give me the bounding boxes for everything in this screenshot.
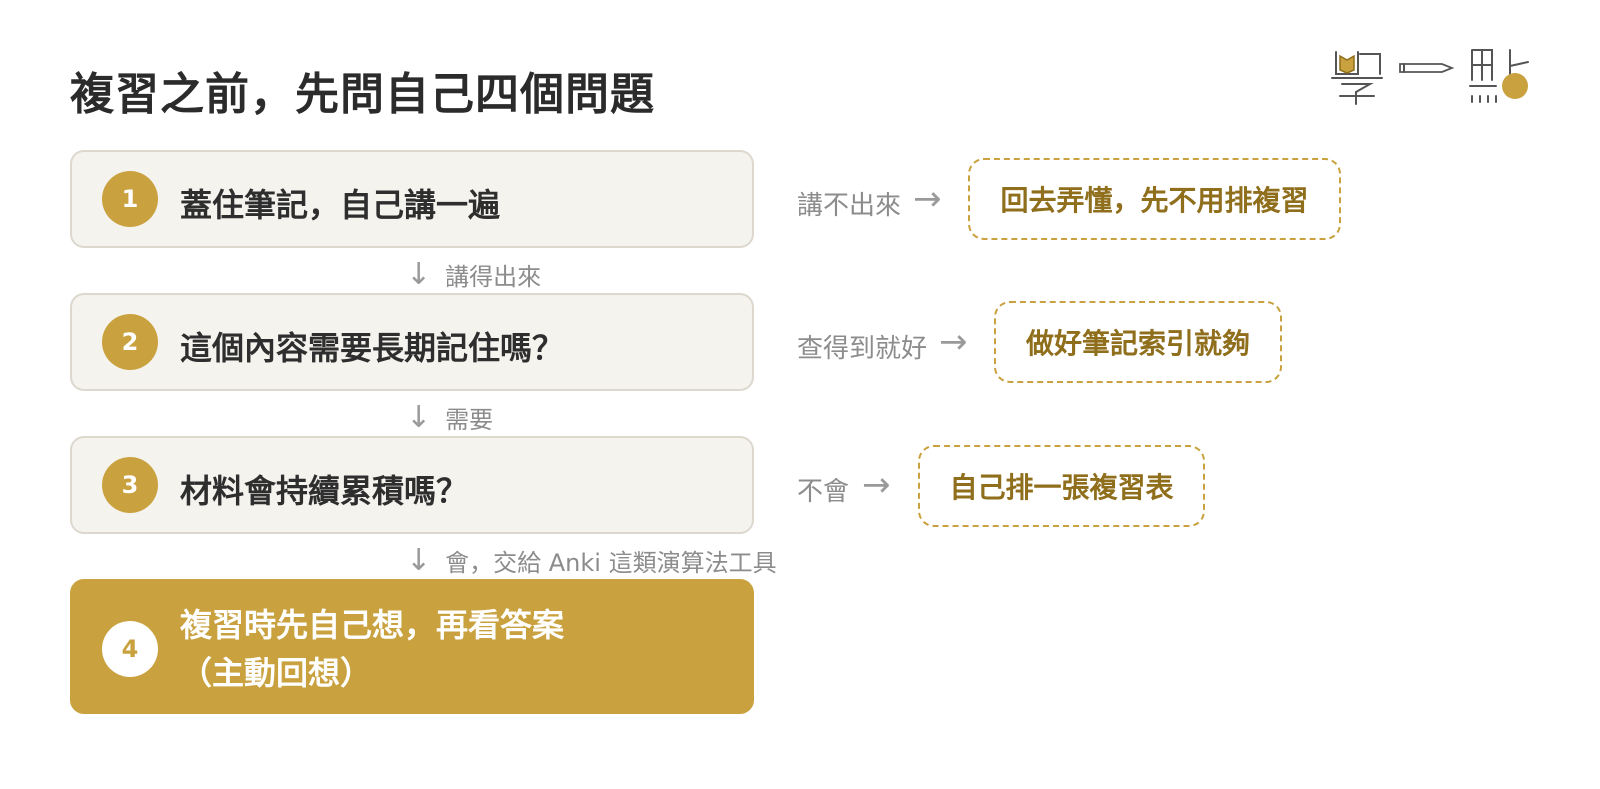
transition-label: 會，交給 Anki 這類演算法工具	[445, 549, 777, 577]
branch-condition-2: 查得到就好	[797, 334, 928, 364]
step-label-line2: （主動回想）	[180, 654, 373, 692]
right-arrow-icon: →	[913, 179, 942, 219]
step-number-badge: 2	[102, 314, 158, 370]
step-label-line1: 複習時先自己想，再看答案	[180, 606, 565, 644]
down-arrow-icon: ↓	[406, 256, 432, 292]
down-arrow-icon: ↓	[406, 542, 432, 578]
transition-1: ↓ 講得出來	[406, 257, 541, 292]
step-label: 蓋住筆記，自己講一遍	[180, 186, 501, 224]
transition-label: 需要	[445, 406, 494, 434]
transition-3: ↓ 會，交給 Anki 這類演算法工具	[406, 543, 777, 578]
right-arrow-icon: →	[862, 465, 891, 505]
branch-condition-3: 不會	[797, 477, 850, 507]
step-label: 這個內容需要長期記住嗎？	[180, 329, 565, 367]
transition-2: ↓ 需要	[406, 400, 493, 435]
logo	[1331, 49, 1529, 105]
step-number-badge: 4	[102, 621, 158, 677]
step-label: 材料會持續累積嗎？	[180, 472, 469, 510]
step-card-2: 2 這個內容需要長期記住嗎？	[70, 293, 754, 391]
book-icon	[1335, 51, 1359, 75]
branch-outcome-2: 做好筆記索引就夠	[994, 301, 1282, 383]
step-number-badge: 3	[102, 457, 158, 513]
transition-label: 講得出來	[445, 263, 542, 291]
step-card-3: 3 材料會持續累積嗎？	[70, 436, 754, 534]
pen-icon	[1399, 63, 1455, 73]
step-card-1: 1 蓋住筆記，自己講一遍	[70, 150, 754, 248]
branch-condition-1: 講不出來	[797, 191, 902, 221]
branch-outcome-1: 回去弄懂，先不用排複習	[968, 158, 1341, 240]
branch-outcome-3: 自己排一張複習表	[918, 445, 1205, 527]
right-arrow-icon: →	[939, 322, 968, 362]
step-number-badge: 1	[102, 171, 158, 227]
down-arrow-icon: ↓	[406, 399, 432, 435]
page-title: 複習之前，先問自己四個問題	[70, 69, 655, 120]
step-card-4: 4 複習時先自己想，再看答案 （主動回想）	[70, 579, 754, 714]
step-label: 複習時先自己想，再看答案 （主動回想）	[180, 601, 740, 697]
